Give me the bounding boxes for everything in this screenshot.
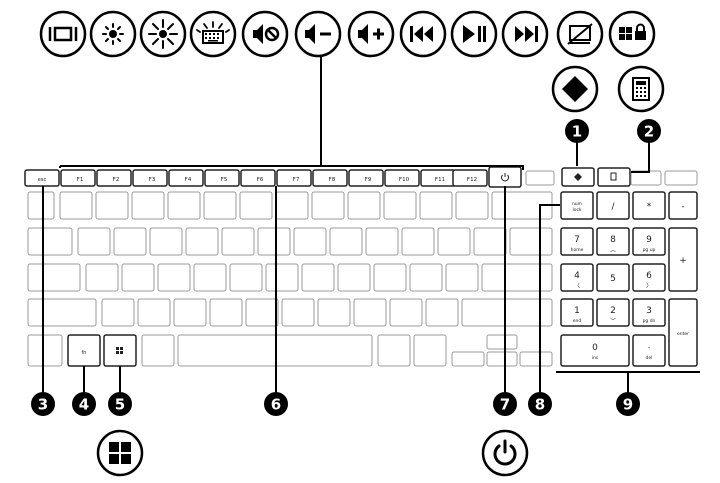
fn-row-labels: esc F1 F2 F3 F4 F5 F6 F7 F8 F9 F10 F11 F… [38,177,477,183]
keyboard [24,166,698,367]
callout-5: 5 [108,392,132,416]
svg-text:2: 2 [644,123,654,141]
svg-text:6: 6 [271,396,281,414]
svg-text:5: 5 [115,396,125,414]
key-f8-label: F8 [329,177,336,183]
numpad-sub: ﹀ [610,318,616,325]
callout-9: 9 [616,392,640,416]
windows-key-glyph [116,347,123,354]
numpad-main: 7 [574,235,580,245]
callout-6: 6 [264,392,288,416]
windows-lock-icon [608,10,656,58]
diamond-key-glyph [574,173,582,181]
previous-track-icon [399,10,447,58]
volume-up-icon [347,10,395,58]
svg-text:9: 9 [623,396,633,414]
numpad-sub: pg dn [643,318,656,324]
numpad-main: 1 [574,306,580,316]
callout-3: 3 [31,392,55,416]
top-icons-row [39,10,656,58]
numpad-sub: 〈 [574,283,580,290]
key-f7-label: F7 [293,177,300,183]
play-pause-icon [450,10,498,58]
key-f9-label: F9 [365,177,372,183]
fn-row [24,166,522,188]
numpad-main: + [679,256,687,266]
numpad-main: 6 [646,271,652,281]
numpad-main: 0 [592,343,598,353]
volume-down-icon [294,10,342,58]
key-num-lock-label-1: num [572,202,582,207]
callout-2: 2 [637,119,661,143]
numpad-main: * [647,202,652,212]
numpad-sub: 〉 [646,283,652,290]
svg-text:8: 8 [535,396,545,414]
numpad-main: . [648,341,651,351]
numpad-sub: del [646,355,653,361]
numpad-sub: home [571,247,584,253]
key-f1-label: F1 [77,177,84,183]
numpad-main: 5 [610,274,616,284]
svg-text:3: 3 [38,396,48,414]
callout-8: 8 [528,392,552,416]
key-f2-label: F2 [113,177,120,183]
callout-7: 7 [493,392,517,416]
windows-logo-icon [96,429,144,477]
svg-text:4: 4 [79,396,89,414]
numpad-labels: / * - 7 home 8 ︿ 9 pg up + 4 〈 5 6 〉 1 e… [571,202,687,361]
callouts: 1 2 3 4 5 6 7 8 [31,119,661,416]
key-enter-label: enter [677,331,689,337]
next-track-icon [501,10,549,58]
key-f12-label: F12 [467,177,477,183]
numpad-main: 2 [610,306,616,316]
numpad-main: / [611,202,615,212]
key-f3-label: F3 [149,177,156,183]
touchpad-lock-icon [556,10,604,58]
key-num-lock-label-2: lock [572,207,581,213]
brightness-down-icon [89,10,137,58]
svg-text:1: 1 [572,123,582,141]
key-esc-label: esc [38,177,47,183]
calculator-icon [617,65,665,113]
numpad-sub: ins [592,355,599,361]
keyboard-backlight-icon [189,10,237,58]
key-f11-label: F11 [435,177,445,183]
calculator-key-glyph [610,172,617,181]
callout-lines [42,56,700,392]
numpad-main: 9 [646,235,652,245]
key-fn-label: fn [82,350,87,356]
power-key-glyph [501,173,509,182]
svg-text:7: 7 [500,396,510,414]
screen-switch-icon [39,10,87,58]
key-f10-label: F10 [399,177,410,183]
key-f6-label: F6 [257,177,264,183]
numpad-main: - [681,202,684,212]
brightness-up-icon [139,10,187,58]
power-icon [481,429,529,477]
numpad-sub: ︿ [610,247,616,254]
numpad-sub: end [573,318,582,324]
callout-1: 1 [565,119,589,143]
numpad-main: 4 [574,271,580,281]
mute-icon [241,10,289,58]
numpad-main: 8 [610,235,616,245]
numpad-sub: pg up [643,248,656,253]
callout-4: 4 [72,392,96,416]
diamond-icon [551,65,599,113]
key-f4-label: F4 [185,177,192,183]
numpad-main: 3 [646,306,652,316]
key-f5-label: F5 [221,177,228,183]
numpad [560,191,698,367]
